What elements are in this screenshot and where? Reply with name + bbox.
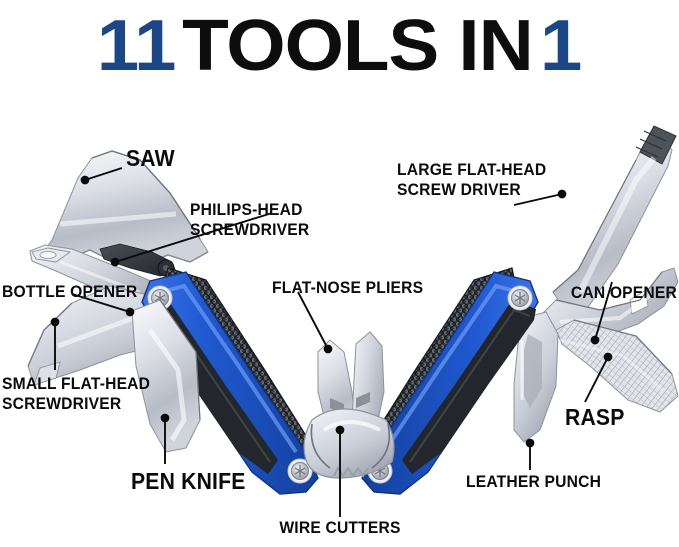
tool-flat-nose-pliers [303,331,395,479]
tool-large-flat-head-screw-driver [552,125,677,313]
label-pen-knife: PEN KNIFE [131,468,246,494]
title-middle: TOOLS IN [161,6,553,86]
tool-leather-punch [513,311,559,443]
label-bottle-opener: BOTTLE OPENER [2,282,138,301]
label-rasp: RASP [565,404,625,430]
page-title: 11 TOOLS IN 1 [0,2,679,90]
label-leather-punch: LEATHER PUNCH [466,472,602,491]
label-saw: SAW [126,145,175,171]
screw-left-bottom [287,458,313,484]
screw-right-top [507,285,533,311]
pliers-spring [333,465,369,478]
label-large-flat-head-screw-driver: LARGE FLAT-HEAD SCREW DRIVER [397,160,547,199]
label-wire-cutters: WIRE CUTTERS [279,518,401,537]
tool-pen-knife [131,299,201,453]
tool-rasp [555,319,679,413]
label-small-flat-head-screwdriver: SMALL FLAT-HEAD SCREWDRIVER [2,374,151,413]
title-suffix: 1 [540,6,582,86]
label-flat-nose-pliers: FLAT-NOSE PLIERS [272,278,424,297]
label-can-opener: CAN OPENER [570,283,677,302]
label-philips-head-screwdriver: PHILIPS-HEAD SCREWDRIVER [190,200,310,239]
title-count: 11 [96,6,176,86]
handle-right [361,267,539,495]
